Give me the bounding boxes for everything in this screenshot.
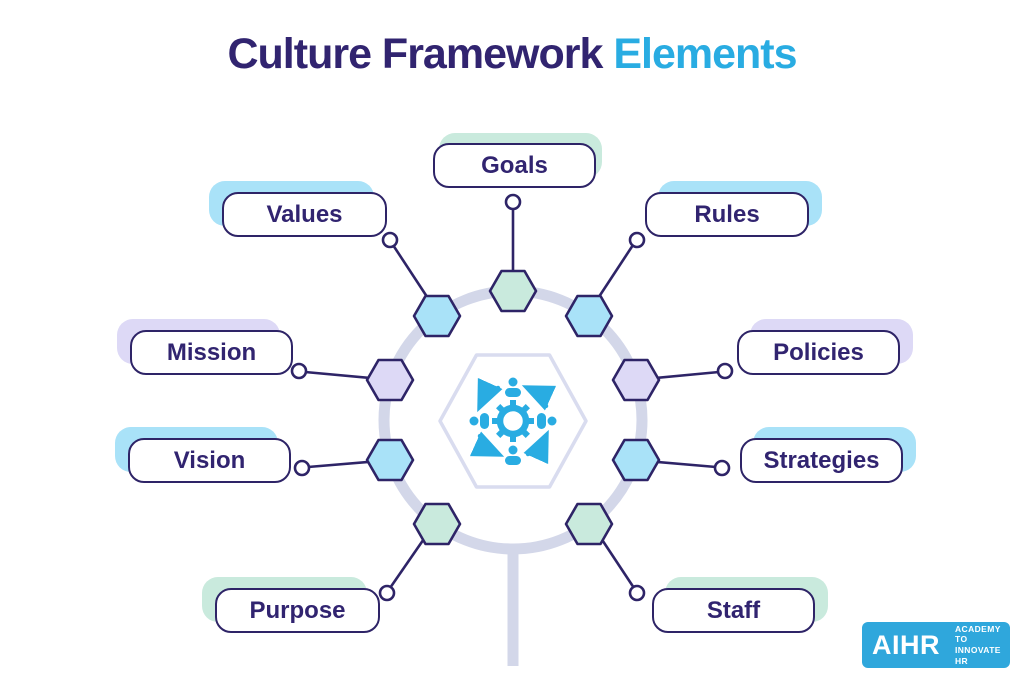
aihr-logo-brand: AIHR [872,629,940,660]
connector-dot-vision [293,459,311,477]
node-label-goals: Goals [433,143,596,188]
node-label-mission: Mission [130,330,293,375]
connector-dot-mission [290,362,308,380]
node-label-text: Goals [481,151,548,179]
orbit-hexagons [365,269,661,546]
node-label-vision: Vision [128,438,291,483]
node-label-text: Values [266,200,343,228]
node-label-text: Rules [694,200,760,228]
connector-dots [290,193,734,602]
hexagon-values [412,294,462,338]
connector-dot-values [381,231,399,249]
connector-dot-policies [716,362,734,380]
node-label-rules: Rules [645,192,809,237]
node-label-policies: Policies [737,330,900,375]
people-gear-cycle-icon [469,377,557,465]
node-label-strategies: Strategies [740,438,903,483]
people-icons [469,377,557,465]
node-label-text: Purpose [249,596,346,624]
node-label-text: Staff [706,596,761,624]
hexagon-purpose [412,502,462,546]
gear-icon [492,400,534,442]
node-label-text: Strategies [763,446,880,474]
aihr-logo-tagline-line2: INNOVATE HR [955,645,1001,666]
hexagon-mission [365,358,415,402]
connector-dot-strategies [713,459,731,477]
connector-dot-staff [628,584,646,602]
node-label-text: Mission [166,338,257,366]
node-label-staff: Staff [652,588,815,633]
hexagon-strategies [611,438,661,482]
cycle-arrows [469,377,557,465]
hexagon-rules [564,294,614,338]
aihr-logo-tagline-line1: ACADEMY TO [955,623,1001,645]
page-title-accent: Elements [613,30,797,78]
page-title-main: Culture Framework [227,30,603,78]
hexagon-goals [488,269,538,313]
node-label-values: Values [222,192,387,237]
node-label-text: Vision [173,446,246,474]
page-title: Culture Framework Elements [0,30,1024,79]
node-label-text: Policies [773,338,864,366]
connector-dot-purpose [378,584,396,602]
hexagon-vision [365,438,415,482]
connector-dot-rules [628,231,646,249]
hexagon-policies [611,358,661,402]
aihr-logo-tagline: ACADEMY TO INNOVATE HR [955,624,1001,667]
hexagon-staff [564,502,614,546]
node-label-purpose: Purpose [215,588,380,633]
aihr-logo: AIHR ACADEMY TO INNOVATE HR [862,622,1010,668]
connector-dot-goals [504,193,522,211]
